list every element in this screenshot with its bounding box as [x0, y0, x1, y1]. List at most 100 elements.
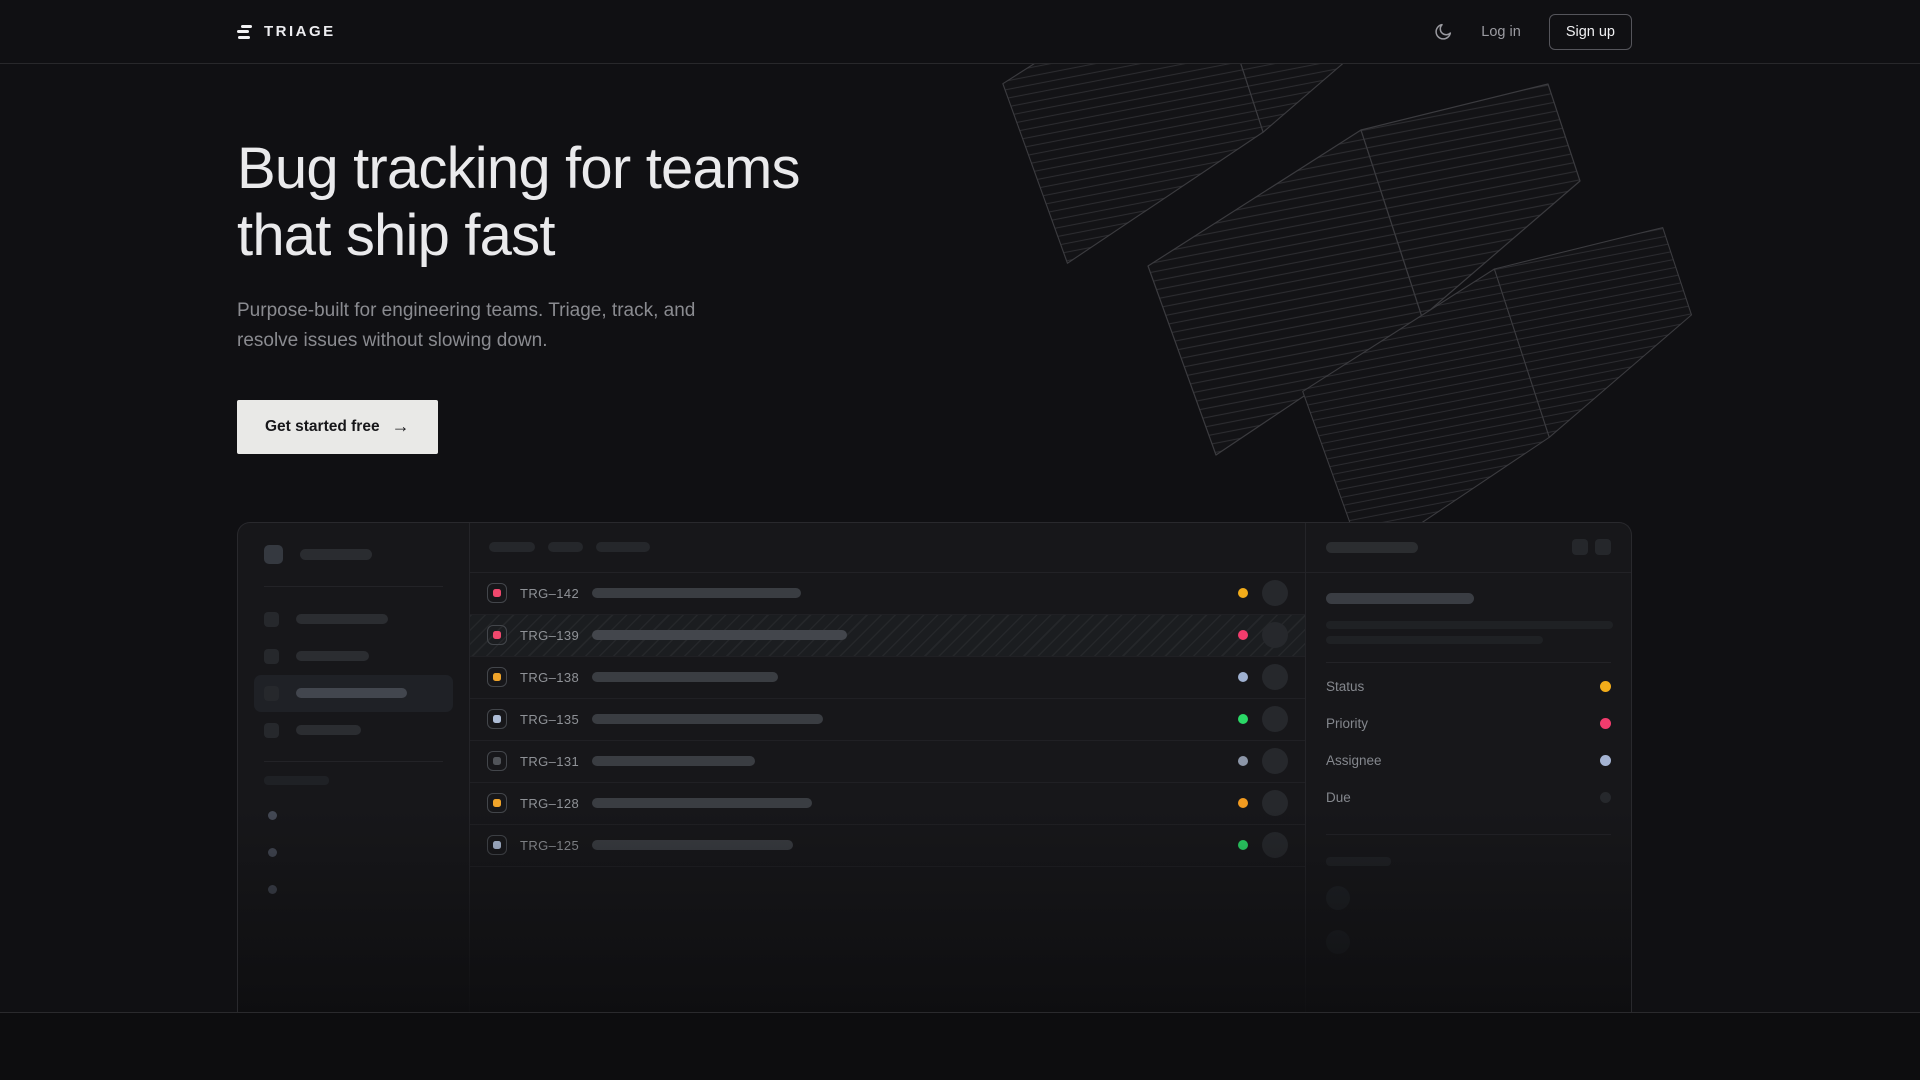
issue-row[interactable]: TRG–128 — [470, 783, 1305, 825]
issue-row[interactable]: TRG–139 — [470, 614, 1305, 657]
skeleton-line — [1326, 620, 1613, 629]
detail-field-label: Priority — [1326, 715, 1369, 731]
hero-subtitle: Purpose-built for engineering teams. Tri… — [237, 299, 696, 351]
status-dot — [1238, 798, 1248, 809]
assignee-avatar — [1262, 580, 1288, 607]
divider — [264, 760, 443, 762]
issue-id: TRG–131 — [520, 753, 580, 769]
issue-id: TRG–125 — [520, 837, 580, 853]
filter-chip[interactable] — [548, 542, 583, 553]
status-dot — [1238, 714, 1248, 725]
issue-row[interactable]: TRG–125 — [470, 825, 1305, 867]
sidebar-dots — [264, 810, 443, 894]
skeleton-bar — [300, 548, 372, 560]
assignee-avatar — [1262, 748, 1288, 775]
avatar — [1326, 885, 1350, 910]
issue-type-icon — [487, 751, 507, 772]
signup-button[interactable]: Sign up — [1548, 13, 1632, 50]
skeleton-bar — [1326, 856, 1391, 866]
get-started-button[interactable]: Get started free → — [237, 399, 438, 454]
skeleton-bar — [264, 775, 329, 785]
divider — [1326, 833, 1611, 835]
detail-field-row[interactable]: Status — [1326, 668, 1611, 705]
footer-strip — [0, 1012, 1920, 1080]
brand-name: TRIAGE — [264, 23, 336, 40]
status-dot — [1238, 756, 1248, 767]
skeleton-line — [1326, 635, 1543, 644]
issue-id: TRG–135 — [520, 711, 580, 727]
skeleton-bar — [592, 714, 823, 725]
status-dot — [1238, 672, 1248, 683]
sidebar-item-active[interactable] — [254, 674, 453, 712]
panel-action-icon[interactable] — [1572, 539, 1588, 556]
top-nav: TRIAGE Log in Sign up — [0, 0, 1920, 64]
issue-list-toolbar — [470, 523, 1305, 573]
arrow-right-icon: → — [391, 416, 410, 437]
panel-action-icon[interactable] — [1595, 539, 1611, 556]
filter-chip[interactable] — [596, 542, 650, 553]
app-mockup-card: TRG–142 TRG–139 TRG–138 TRG–135 TRG–131 — [237, 521, 1632, 1012]
issue-row[interactable]: TRG–131 — [470, 741, 1305, 783]
issue-id: TRG–139 — [520, 627, 580, 643]
issue-id: TRG–128 — [520, 795, 580, 811]
skeleton-bar — [592, 672, 778, 683]
skeleton-title-bar — [1326, 592, 1474, 604]
avatar — [1326, 929, 1350, 954]
skeleton-bar — [1326, 541, 1418, 553]
triage-logo-icon — [237, 24, 253, 39]
detail-field-dot — [1600, 717, 1611, 729]
issue-type-icon — [487, 793, 507, 814]
detail-field-row[interactable]: Priority — [1326, 705, 1611, 742]
skeleton-bar — [592, 756, 755, 767]
detail-field-dot — [1600, 680, 1611, 692]
detail-field-dot — [1600, 754, 1611, 766]
skeleton-bar — [592, 630, 847, 641]
login-link[interactable]: Log in — [1481, 23, 1521, 40]
divider — [1326, 661, 1611, 663]
skeleton-bar — [296, 725, 361, 736]
status-dot — [1238, 840, 1248, 851]
status-dot — [1238, 630, 1248, 641]
detail-field-dot — [1600, 791, 1611, 803]
detail-field-row[interactable]: Assignee — [1326, 742, 1611, 779]
sidebar-item-icon — [264, 648, 279, 664]
detail-field-label: Due — [1326, 789, 1351, 805]
issue-type-icon — [487, 709, 507, 730]
workspace-avatar — [264, 544, 283, 564]
moon-icon[interactable] — [1433, 22, 1453, 42]
detail-field-label: Assignee — [1326, 752, 1382, 768]
sidebar-item[interactable] — [254, 638, 453, 675]
filter-chip[interactable] — [489, 542, 535, 553]
sidebar-item[interactable] — [254, 601, 453, 638]
issue-type-icon — [487, 583, 507, 604]
assignee-avatar — [1262, 832, 1288, 859]
issue-list-column: TRG–142 TRG–139 TRG–138 TRG–135 TRG–131 — [470, 522, 1306, 1012]
skeleton-bar — [296, 688, 407, 699]
skeleton-bar — [592, 798, 812, 809]
sidebar-item[interactable] — [254, 712, 453, 749]
issue-row[interactable]: TRG–142 — [470, 573, 1305, 615]
skeleton-bar — [296, 651, 369, 662]
detail-panel: Status Priority Assignee Due — [1306, 523, 1631, 1012]
issue-id: TRG–142 — [520, 585, 580, 601]
skeleton-bar — [592, 588, 801, 599]
issue-row[interactable]: TRG–135 — [470, 699, 1305, 741]
issue-id: TRG–138 — [520, 669, 580, 685]
assignee-avatar — [1262, 622, 1288, 649]
detail-field-label: Status — [1326, 678, 1365, 694]
skeleton-bar — [592, 840, 793, 851]
issue-type-icon — [487, 667, 507, 688]
skeleton-bar — [296, 614, 388, 625]
brand[interactable]: TRIAGE — [237, 23, 336, 40]
issue-row[interactable]: TRG–138 — [470, 657, 1305, 699]
detail-field-row[interactable]: Due — [1326, 779, 1611, 816]
assignee-avatar — [1262, 790, 1288, 817]
assignee-avatar — [1262, 706, 1288, 733]
issue-type-icon — [487, 835, 507, 856]
sidebar-workspace-header[interactable] — [264, 544, 443, 564]
sidebar-item-icon — [264, 611, 279, 627]
sidebar-item-icon — [264, 685, 279, 701]
issue-type-icon — [487, 625, 507, 646]
